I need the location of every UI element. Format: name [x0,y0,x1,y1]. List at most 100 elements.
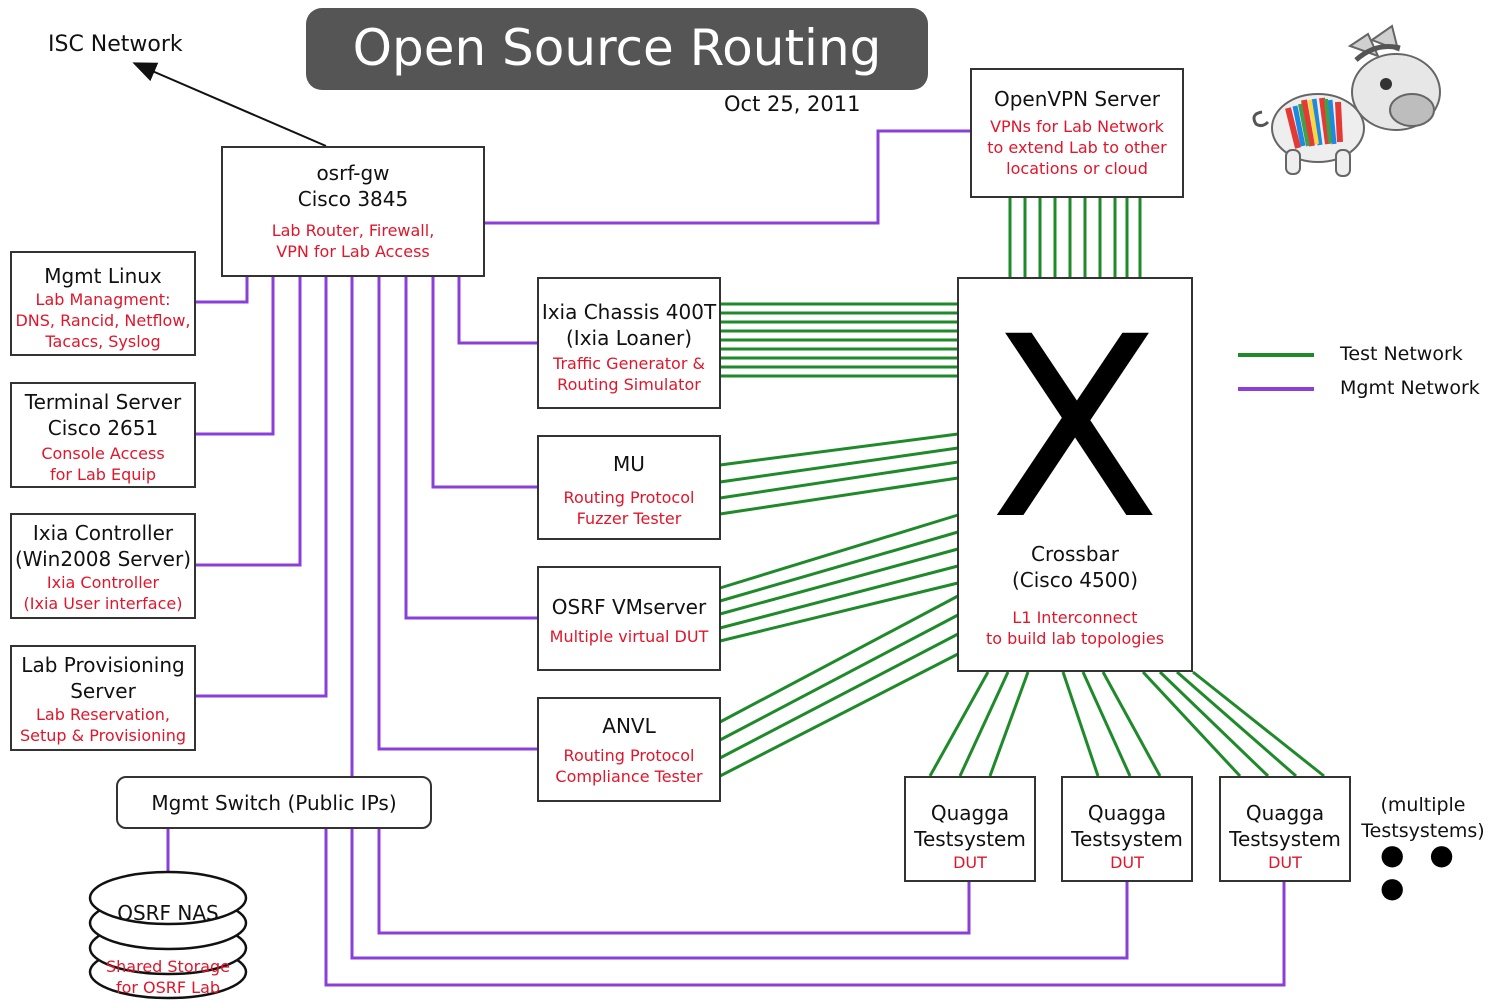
node-desc: Ixia Controller [46,573,160,592]
link-switch-quagga1 [377,829,971,935]
node-name: Lab Provisioning [21,653,185,677]
title-banner: Open Source Routing Lab [306,8,928,157]
node-desc: to extend Lab to other [987,138,1167,157]
node-model: (Cisco 4500) [1011,568,1139,592]
node-desc: for OSRF Lab [115,978,221,997]
node-model: (Win2008 Server) [14,547,191,571]
link-switch-quagga3 [324,829,1286,987]
note-line: Testsystems) [1361,820,1485,842]
link-anvl-crossbar [719,594,959,778]
mgmt-network-links [166,129,1286,987]
link-crossbar-quagga1 [928,671,1030,777]
zebra-mascot-icon [1252,24,1441,177]
node-desc: Fuzzer Tester [576,509,682,528]
diagram-date: Oct 25, 2011 [724,92,861,116]
node-osrf-nas[interactable]: OSRF NAS Shared Storage for OSRF Lab [90,900,246,998]
node-desc: Lab Reservation, [36,705,170,724]
node-desc: DUT [1268,853,1302,872]
node-desc: Shared Storage [105,957,230,976]
link-gw-mgmt-linux [196,277,249,304]
test-network-links [719,198,1325,778]
link-vmserver-crossbar [719,513,959,643]
node-terminal-server[interactable]: Terminal Server Cisco 2651 Console Acces… [10,382,196,488]
link-gw-anvl [377,277,537,751]
node-lab-provisioning-server[interactable]: Lab Provisioning Server Lab Reservation,… [10,645,196,751]
node-name: Mgmt Linux [44,264,162,288]
node-desc: VPN for Lab Access [276,242,430,261]
node-desc: DUT [953,853,987,872]
link-gw-mu [431,277,537,489]
isc-arrow [132,62,327,147]
link-crossbar-quagga3 [1141,670,1325,778]
note-line: (multiple [1380,794,1466,816]
node-name: Mgmt Switch (Public IPs) [151,791,397,815]
node-name: OpenVPN Server [993,87,1161,111]
link-gw-openvpn [485,129,970,225]
link-gw-ixia [457,277,537,345]
link-gw-ixiactl [196,277,302,567]
node-desc: for Lab Equip [49,465,157,484]
node-ixia-chassis[interactable]: Ixia Chassis 400T (Ixia Loaner) Traffic … [537,277,721,409]
node-desc: to build lab topologies [985,629,1165,648]
node-name: Ixia Controller [32,521,174,545]
link-ixia-crossbar [720,302,958,378]
node-desc: Traffic Generator & [553,354,705,373]
node-osrf-gw[interactable]: osrf-gw Cisco 3845 Lab Router, Firewall,… [221,146,485,277]
node-mu[interactable]: MU Routing Protocol Fuzzer Tester [537,435,721,540]
link-mu-crossbar [719,432,959,516]
node-desc: DUT [1110,853,1144,872]
legend-mgmt-network-label: Mgmt Network [1340,377,1480,399]
node-model: (Ixia Loaner) [566,326,692,350]
nas-disk-stack [88,870,248,1000]
node-desc: VPNs for Lab Network [990,117,1164,136]
node-model: Cisco 2651 [47,416,159,440]
node-desc: Lab Router, Firewall, [271,221,435,240]
node-desc: (Ixia User interface) [23,594,183,613]
node-crossbar[interactable]: X Crossbar (Cisco 4500) L1 Interconnect … [957,277,1193,672]
node-mgmt-switch[interactable]: Mgmt Switch (Public IPs) [116,776,432,829]
node-ixia-controller[interactable]: Ixia Controller (Win2008 Server) Ixia Co… [10,513,196,619]
node-name: MU [613,452,645,476]
link-switch-quagga2 [350,829,1129,960]
link-gw-terminal [196,277,275,436]
node-name: Quagga [930,801,1010,825]
legend-test-network-label: Test Network [1340,343,1463,365]
node-quagga-testsystem-1[interactable]: Quagga Testsystem DUT [904,776,1036,882]
node-model: Server [70,679,136,703]
node-name: Ixia Chassis 400T [541,300,717,324]
node-name: Terminal Server [24,390,182,414]
node-desc: Multiple virtual DUT [549,627,709,646]
isc-network-label: ISC Network [48,32,183,57]
node-desc: Compliance Tester [555,767,703,786]
node-name: OSRF NAS [117,901,219,925]
node-osrf-vmserver[interactable]: OSRF VMserver Multiple virtual DUT [537,566,721,671]
node-quagga-testsystem-3[interactable]: Quagga Testsystem DUT [1219,776,1351,882]
node-name: osrf-gw [316,161,390,185]
node-name: ANVL [602,714,656,738]
node-desc: Routing Simulator [557,375,701,394]
node-openvpn-server[interactable]: OpenVPN Server VPNs for Lab Network to e… [970,68,1184,198]
node-desc: L1 Interconnect [1012,608,1138,627]
multiple-testsystems-note: (multiple Testsystems) [1358,792,1488,844]
node-name: Testsystem [914,827,1026,851]
node-desc: Console Access [41,444,165,463]
node-name: Crossbar [1031,542,1119,566]
node-desc: Tacacs, Syslog [45,332,161,351]
crossbar-x-mark: X [989,283,1161,574]
link-crossbar-quagga2 [1061,671,1162,777]
link-gw-vmserver [404,277,537,620]
node-quagga-testsystem-2[interactable]: Quagga Testsystem DUT [1061,776,1193,882]
node-mgmt-linux[interactable]: Mgmt Linux Lab Managment: DNS, Rancid, N… [10,251,196,356]
node-desc: Lab Managment: [35,290,171,309]
node-name: Testsystem [1071,827,1183,851]
node-desc: Routing Protocol [563,488,695,507]
page-title: Open Source Routing Lab [352,19,882,157]
node-name: Testsystem [1229,827,1341,851]
node-desc: DNS, Rancid, Netflow, [15,311,191,330]
node-model: Cisco 3845 [297,187,409,211]
node-desc: Setup & Provisioning [20,726,186,745]
node-anvl[interactable]: ANVL Routing Protocol Compliance Tester [537,697,721,802]
link-gw-provisioning [196,277,328,698]
node-name: OSRF VMserver [551,595,707,619]
